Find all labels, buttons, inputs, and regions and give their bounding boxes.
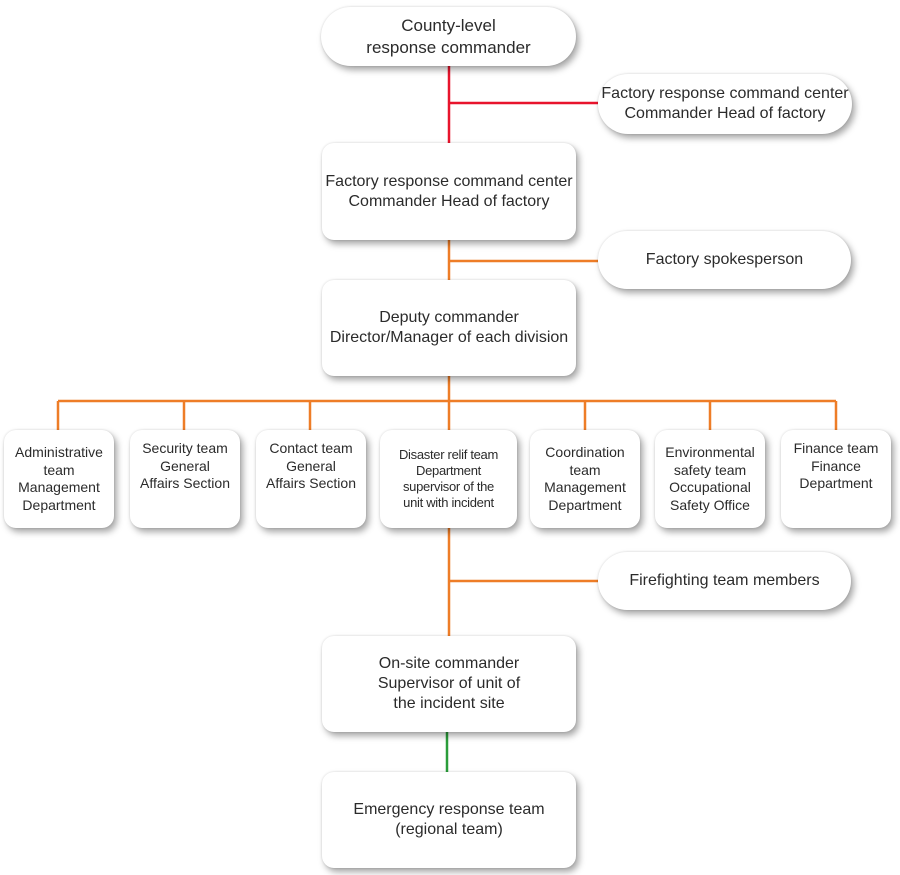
box-text-line: Department (22, 496, 96, 513)
box-text-line: Management (544, 479, 626, 495)
team-box-administrative: Administrative team Management Departmen… (4, 430, 114, 528)
box-text-line: Supervisor of unit of (377, 675, 521, 692)
box-text-line: supervisor of the (402, 479, 494, 494)
box-text-line: Management (18, 479, 100, 495)
deputy-commander-box: Deputy commander Director/Manager of eac… (322, 280, 576, 376)
onsite-commander-box: On-site commander Supervisor of unit of … (322, 636, 576, 732)
box-text-line: Finance (811, 457, 861, 474)
side-command-center-box: Factory response command center Commande… (598, 74, 852, 134)
box-text-line: Affairs Section (139, 475, 230, 491)
team-box-disaster-relief: Disaster relif team Department superviso… (380, 430, 517, 528)
box-text-line: Coordination (545, 444, 625, 460)
box-text-line: response commander (366, 37, 531, 57)
box-text-line: Deputy commander (379, 309, 519, 326)
box-text-line: unit with incident (403, 495, 494, 511)
team-box-security: Security team General Affairs Section (130, 430, 240, 528)
box-text-line: team (569, 461, 601, 478)
box-text-line: Safety Office (670, 496, 750, 513)
box-text-line: Factory response command center (325, 172, 573, 190)
box-text-line: Environmental (665, 444, 755, 460)
box-text-line: team (43, 461, 75, 478)
box-text-line: Emergency response team (353, 801, 545, 818)
box-text-line: Factory spokesperson (645, 251, 804, 268)
box-text-line: Disaster relif team (398, 446, 499, 462)
box-text-line: Administrative (15, 444, 103, 460)
box-text-line: Occupational (669, 479, 751, 495)
box-text-line: (regional team) (395, 821, 503, 838)
box-text-line: General (160, 457, 210, 474)
box-text-line: Security team (142, 440, 228, 456)
team-box-contact: Contact team General Affairs Section (256, 430, 366, 528)
emergency-response-box: Emergency response team (regional team) (322, 772, 576, 868)
box-text-line: Commander Head of factory (624, 105, 826, 122)
box-text-line: County-level (401, 16, 496, 36)
box-text-line: Director/Manager of each division (329, 329, 569, 346)
team-box-finance: Finance team Finance Department (781, 430, 891, 528)
box-text-line: Factory response command center (601, 85, 849, 102)
box-text-line: Firefighting team members (629, 572, 820, 589)
box-text-line: Department (416, 462, 481, 478)
box-text-line: On-site commander (378, 655, 520, 672)
box-text-line: Finance team (793, 440, 879, 456)
team-box-coordination: Coordination team Management Department (530, 430, 640, 528)
box-text-line: Department (548, 496, 622, 513)
box-text-line: the incident site (393, 695, 505, 712)
box-text-line: Affairs Section (265, 475, 356, 491)
firefighting-box: Firefighting team members (598, 552, 851, 610)
spokesperson-box: Factory spokesperson (598, 231, 851, 289)
command-center-box: Factory response command center Commande… (322, 143, 576, 240)
box-text-line: Commander Head of factory (348, 192, 550, 210)
box-text-line: safety team (673, 461, 747, 478)
box-text-line: Department (799, 475, 873, 491)
team-box-environmental-safety: Environmental safety team Occupational S… (655, 430, 765, 528)
box-text-line: General (286, 457, 336, 474)
box-text-line: Contact team (269, 440, 353, 456)
county-commander-box: County-level response commander (321, 7, 576, 66)
